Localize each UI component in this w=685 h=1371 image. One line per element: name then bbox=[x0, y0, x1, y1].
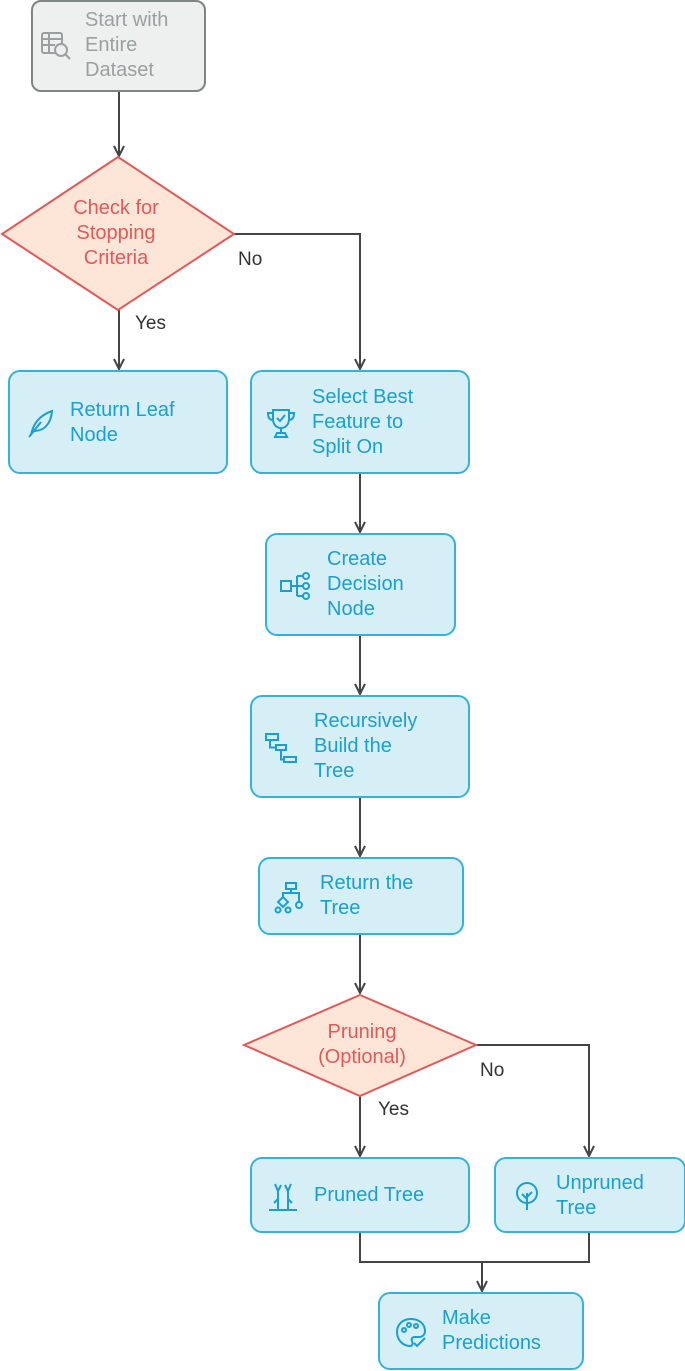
leaf-icon bbox=[28, 409, 54, 438]
check-yes-label: Yes bbox=[135, 313, 166, 334]
decision-node-icon bbox=[280, 572, 310, 600]
return-tree-label: Return the Tree bbox=[320, 872, 414, 919]
return-leaf-label: Return Leaf Node bbox=[70, 399, 175, 446]
pruned-tree-node: Pruned Tree bbox=[250, 1157, 470, 1233]
recursive-build-node: Recursively Build the Tree bbox=[250, 695, 470, 798]
return-tree-node: Return the Tree bbox=[258, 857, 464, 935]
pruning-label: Pruning (Optional) bbox=[318, 1021, 406, 1068]
start-node: Start with Entire Dataset bbox=[31, 0, 206, 92]
unpruned-tree-node: Unpruned Tree bbox=[494, 1157, 685, 1233]
trophy-check-icon bbox=[266, 409, 296, 438]
edge-pruned-merge bbox=[359, 1233, 590, 1263]
prune-no-label: No bbox=[480, 1060, 505, 1081]
palette-check-icon bbox=[395, 1317, 427, 1348]
pruning-diamond bbox=[241, 993, 479, 1098]
check-no-label: No bbox=[238, 249, 263, 270]
edge-check-select bbox=[234, 233, 360, 368]
return-leaf-node: Return Leaf Node bbox=[8, 370, 228, 474]
make-predictions-node: Make Predictions bbox=[378, 1292, 584, 1370]
table-search-icon bbox=[41, 32, 71, 60]
check-diamond bbox=[0, 155, 236, 312]
start-label: Start with Entire Dataset bbox=[85, 9, 169, 81]
select-feature-node: Select Best Feature to Split On bbox=[250, 370, 470, 474]
tree-icon bbox=[516, 1182, 538, 1210]
make-predictions-label: Make Predictions bbox=[442, 1307, 541, 1354]
edge-pruning-unpruned bbox=[475, 1044, 589, 1155]
create-decision-node: Create Decision Node bbox=[265, 533, 456, 636]
recursive-build-label: Recursively Build the Tree bbox=[314, 710, 418, 782]
unpruned-tree-label: Unpruned Tree bbox=[556, 1172, 644, 1219]
check-label: Check for Stopping Criteria bbox=[73, 197, 159, 269]
prune-yes-label: Yes bbox=[378, 1099, 409, 1120]
pruned-tree-icon bbox=[269, 1183, 297, 1211]
pruned-tree-label: Pruned Tree bbox=[314, 1184, 425, 1206]
hierarchy-icon bbox=[265, 733, 297, 763]
tree-structure-icon bbox=[274, 882, 303, 914]
create-decision-label: Create Decision Node bbox=[327, 548, 404, 620]
select-feature-label: Select Best Feature to Split On bbox=[312, 386, 414, 458]
